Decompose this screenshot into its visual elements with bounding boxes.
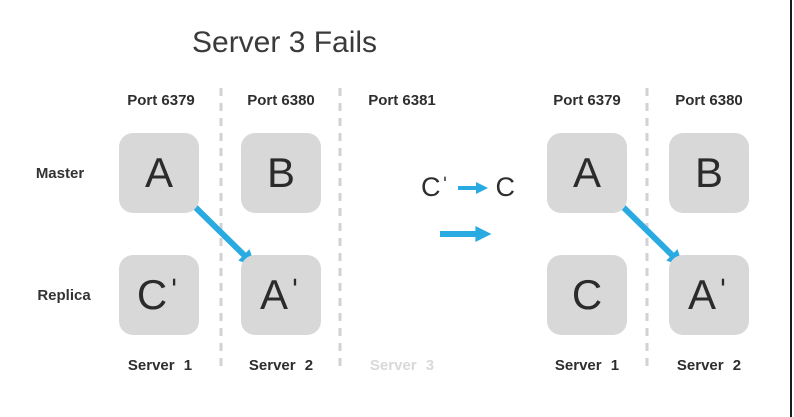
shard-box-left-master-a: A	[119, 133, 199, 213]
shard-box-left-replica-a-prime: Aˈ	[241, 255, 321, 335]
server-label-right-2: Server 2	[676, 357, 742, 374]
promotion-annotation: Cˈ C	[421, 174, 515, 201]
server-label-left-2: Server 2	[248, 357, 314, 374]
shard-box-left-replica-c-prime: Cˈ	[119, 255, 199, 335]
right-border-line	[790, 0, 792, 417]
diagram-title: Server 3 Fails	[192, 26, 378, 59]
port-label-left-6379: Port 6379	[127, 92, 195, 109]
port-label-left-6380: Port 6380	[247, 92, 315, 109]
shard-box-right-master-b: B	[669, 133, 749, 213]
row-label-master: Master	[35, 165, 85, 182]
port-label-right-6380: Port 6380	[675, 92, 743, 109]
row-label-replica: Replica	[37, 287, 91, 304]
port-label-left-6381: Port 6381	[368, 92, 436, 109]
replication-arrow-right	[614, 198, 684, 267]
server-label-left-1: Server 1	[127, 357, 193, 374]
shard-box-right-master-a: A	[547, 133, 627, 213]
shard-box-left-master-b: B	[241, 133, 321, 213]
arrow-right-icon	[457, 181, 488, 194]
server-label-left-3-failed: Server 3	[369, 357, 435, 374]
shard-box-right-replica-c: C	[547, 255, 627, 335]
promotion-to-label: C	[495, 172, 516, 202]
promotion-from-label: Cˈ	[421, 172, 450, 202]
port-label-right-6379: Port 6379	[553, 92, 621, 109]
replication-arrow-left	[186, 198, 256, 267]
server-label-right-1: Server 1	[554, 357, 620, 374]
shard-box-right-replica-a-prime: Aˈ	[669, 255, 749, 335]
